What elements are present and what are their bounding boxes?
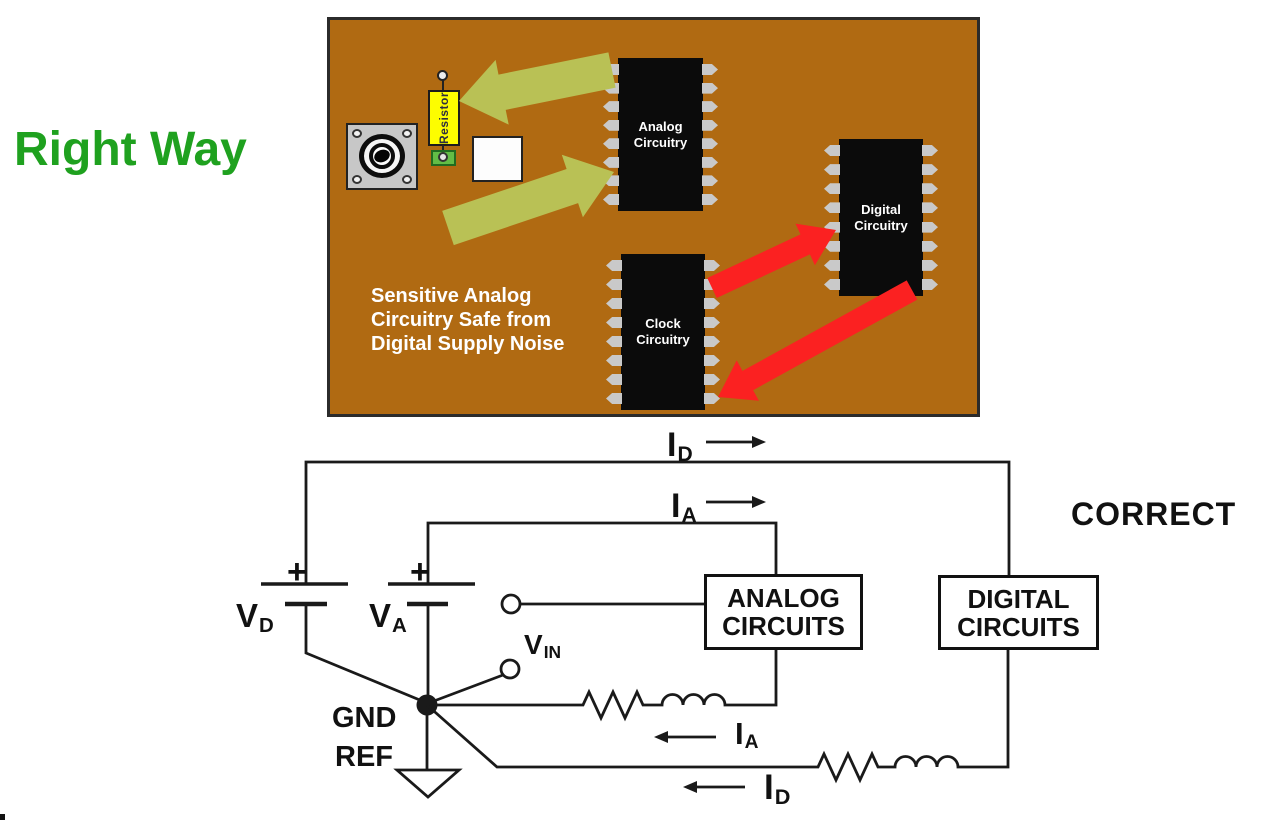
chip-pin-icon xyxy=(606,336,622,347)
vin-terminal-icon xyxy=(499,658,521,680)
chip-pin-icon xyxy=(704,374,720,385)
ref-label: REF xyxy=(335,741,393,773)
id-return-label: ID xyxy=(764,768,791,809)
connector-ring-inner xyxy=(369,143,395,169)
chip-pin-icon xyxy=(922,221,938,233)
chip-pin-icon xyxy=(606,298,622,309)
chip-pin-icon xyxy=(603,175,619,187)
chip-pin-icon xyxy=(704,279,720,290)
chip-pin-icon xyxy=(704,393,720,404)
chip-pin-icon xyxy=(606,374,622,385)
vd-plus-sign: + xyxy=(287,553,307,591)
white-component xyxy=(472,136,523,182)
chip-pin-icon xyxy=(606,279,622,290)
chip-pin-icon xyxy=(704,355,720,366)
screw-hole-icon xyxy=(352,175,362,184)
chip-pin-icon xyxy=(922,202,938,214)
chip-pin-icon xyxy=(922,259,938,271)
chip-pin-icon xyxy=(603,119,619,131)
clock-circuitry-chip: Clock Circuitry xyxy=(606,254,720,410)
correct-heading: CORRECT xyxy=(1071,496,1237,532)
screw-hole-icon xyxy=(352,129,362,138)
chip-pin-icon xyxy=(603,194,619,205)
va-label: VA xyxy=(369,597,407,637)
chip-pin-icon xyxy=(606,317,622,328)
chip-pin-icon xyxy=(702,156,718,168)
id-supply-label: ID xyxy=(667,426,693,466)
chip-pin-icon xyxy=(824,164,840,176)
chip-pin-icon xyxy=(702,101,718,113)
chip-pin-icon xyxy=(824,183,840,195)
vin-label: VIN xyxy=(524,629,562,662)
analog-circuitry-chip: Analog Circuitry xyxy=(603,58,718,211)
corner-artifact xyxy=(0,814,5,820)
digital-circuitry-chip: Digital Circuitry xyxy=(824,139,938,296)
digital-circuits-box: DIGITAL CIRCUITS xyxy=(938,575,1099,650)
id-top-arrow-icon xyxy=(752,436,766,448)
chip-pin-icon xyxy=(824,259,840,271)
rca-connector xyxy=(346,123,418,190)
ia-return-label: IA xyxy=(735,716,759,754)
va-plus-sign: + xyxy=(410,553,430,591)
connector-center-pin xyxy=(372,147,392,165)
chip-pin-icon xyxy=(606,393,622,404)
gnd-label: GND xyxy=(332,702,397,734)
chip-pin-icon xyxy=(922,183,938,195)
chip-pin-icon xyxy=(704,260,720,271)
resistor-label: Resistor xyxy=(437,91,451,145)
analog-return-trace xyxy=(437,645,778,722)
ground-symbol-icon xyxy=(393,768,463,799)
analog-input-terminal-icon xyxy=(500,593,522,615)
chip-pin-icon xyxy=(702,64,718,75)
connector-ring-outer xyxy=(359,134,405,178)
pcb-caption: Sensitive Analog Circuitry Safe from Dig… xyxy=(371,285,565,355)
analog-circuits-box: ANALOG CIRCUITS xyxy=(704,574,863,650)
pcb-board: Resistor Analog Circuitry Clock Circuitr… xyxy=(327,17,980,417)
vd-ground-wire xyxy=(304,604,428,705)
clock-chip-label: Clock Circuitry xyxy=(636,316,690,347)
star-ground-node xyxy=(416,694,438,716)
chip-pin-icon xyxy=(704,336,720,347)
chip-pin-icon xyxy=(603,156,619,168)
chip-pin-icon xyxy=(922,145,938,156)
resistor-component: Resistor xyxy=(428,90,460,146)
resistor-bottom-lead xyxy=(442,145,444,153)
chip-pin-icon xyxy=(702,82,718,94)
chip-pin-icon xyxy=(824,145,840,156)
chip-pin-icon xyxy=(922,164,938,176)
vin-ground-wire xyxy=(433,673,504,703)
chip-pin-icon xyxy=(922,279,938,290)
chip-pin-icon xyxy=(702,175,718,187)
chip-pin-icon xyxy=(603,64,619,75)
chip-pin-icon xyxy=(603,138,619,150)
solder-pad-hole xyxy=(438,152,448,162)
resistor-top-lead xyxy=(442,80,444,92)
chip-pin-icon xyxy=(704,298,720,309)
ia-top-arrow-icon xyxy=(752,496,766,508)
chip-pin-icon xyxy=(922,240,938,252)
chip-pin-icon xyxy=(606,260,622,271)
chip-pin-icon xyxy=(824,221,840,233)
chip-pin-icon xyxy=(704,317,720,328)
digital-chip-label: Digital Circuitry xyxy=(854,201,908,233)
chip-pin-icon xyxy=(702,138,718,150)
chip-pin-icon xyxy=(824,240,840,252)
chip-pin-icon xyxy=(603,82,619,94)
chip-pin-icon xyxy=(702,119,718,131)
screw-hole-icon xyxy=(402,175,412,184)
id-return-arrow-icon xyxy=(683,781,697,793)
right-way-heading: Right Way xyxy=(14,123,247,176)
ia-return-arrow-icon xyxy=(654,731,668,743)
screw-hole-icon xyxy=(402,129,412,138)
ia-supply-label: IA xyxy=(671,487,697,527)
digital-return-trace xyxy=(426,645,1010,784)
chip-pin-icon xyxy=(824,202,840,214)
chip-pin-icon xyxy=(606,355,622,366)
chip-pin-icon xyxy=(603,101,619,113)
vd-label: VD xyxy=(236,597,274,637)
chip-pin-icon xyxy=(702,194,718,205)
analog-chip-label: Analog Circuitry xyxy=(633,118,688,150)
chip-pin-icon xyxy=(824,279,840,290)
